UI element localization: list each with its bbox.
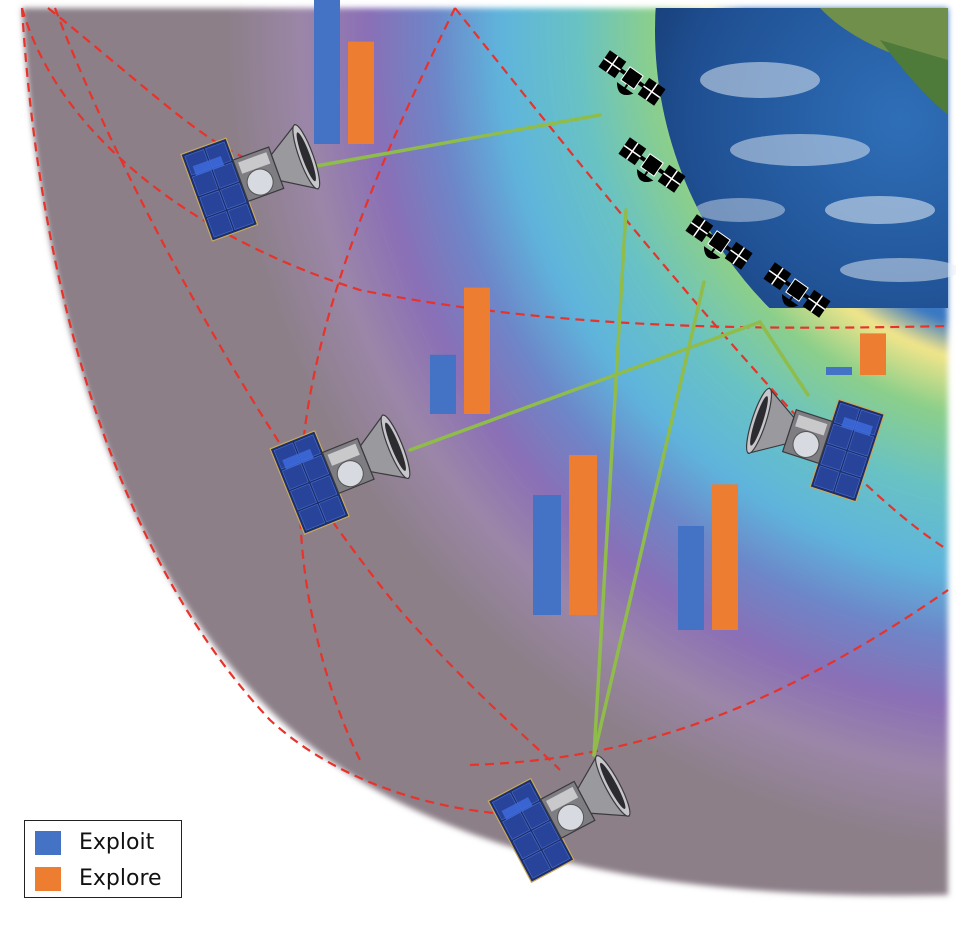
- legend-swatch-explore: [35, 867, 61, 891]
- exploit-bar: [533, 495, 561, 615]
- exploit-bar: [826, 367, 852, 375]
- space-telescope-satellite-icon: [487, 754, 631, 884]
- space-telescope-satellite-icon: [269, 414, 411, 535]
- satellite-icon: [763, 262, 831, 318]
- bar-pair: [678, 484, 738, 630]
- explore-bar: [464, 287, 490, 414]
- legend-label-explore: Explore: [79, 866, 162, 891]
- communication-link: [303, 113, 602, 170]
- legend-swatch-exploit: [35, 831, 61, 855]
- orbit-path: [53, 7, 561, 771]
- bar-pair: [430, 287, 490, 414]
- orbit-paths: [20, 7, 949, 817]
- communication-link: [758, 320, 810, 397]
- explore-bar: [860, 333, 886, 375]
- orbit-path: [20, 7, 949, 329]
- exploit-bar: [430, 354, 456, 414]
- exploit-bar: [314, 0, 340, 144]
- communication-link: [592, 280, 706, 757]
- large-satellites: [180, 123, 885, 884]
- satellite-icon: [598, 50, 666, 106]
- satellite-icon: [685, 214, 753, 270]
- explore-bar: [712, 484, 738, 630]
- small-satellites: [598, 50, 831, 318]
- explore-bar: [348, 41, 374, 144]
- orbit-path: [469, 589, 949, 767]
- space-telescope-satellite-icon: [180, 123, 321, 242]
- communication-links: [303, 113, 810, 757]
- communication-link: [592, 208, 628, 757]
- bar-pair: [533, 455, 597, 615]
- legend: Exploit Explore: [24, 820, 182, 898]
- communication-link: [408, 320, 762, 452]
- exploit-explore-bars: [314, 0, 886, 630]
- legend-label-exploit: Exploit: [79, 830, 155, 855]
- legend-item-exploit: Exploit: [35, 829, 154, 857]
- explore-bar: [569, 455, 597, 615]
- space-telescope-satellite-icon: [745, 387, 885, 503]
- orbit-path: [20, 7, 521, 817]
- bar-pair: [826, 333, 886, 375]
- satellite-icon: [618, 137, 686, 193]
- legend-item-explore: Explore: [35, 865, 162, 893]
- bar-pair: [314, 0, 374, 144]
- exploit-bar: [678, 526, 704, 630]
